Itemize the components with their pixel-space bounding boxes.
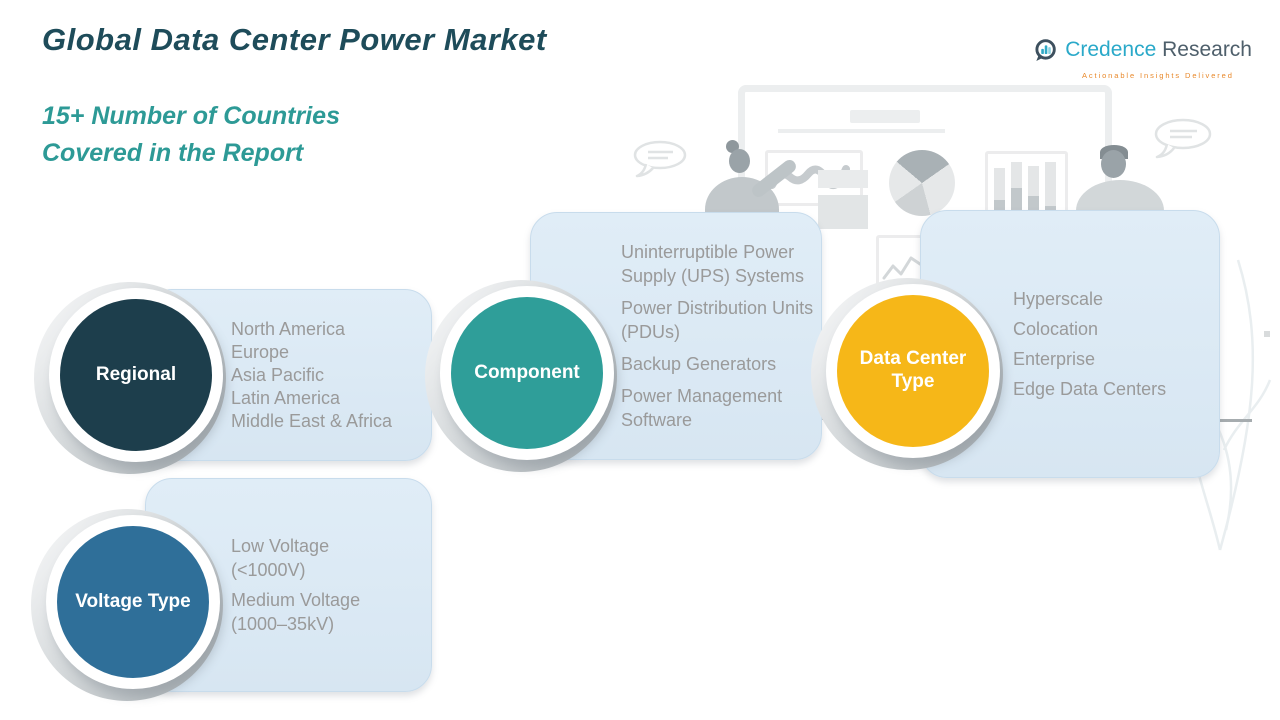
regional-circle: Regional (34, 282, 226, 474)
list-item: Latin America (231, 387, 341, 408)
page-title: Global Data Center Power Market (42, 22, 547, 57)
list-item: Europe (231, 341, 290, 362)
list-item: Medium Voltage (1000–35kV) (231, 590, 361, 634)
page-subtitle: 15+ Number of Countries Covered in the R… (42, 98, 340, 172)
bar (1011, 162, 1022, 226)
component-circle-label: Component (451, 297, 603, 449)
logo-tagline: Actionable Insights Delivered (1082, 71, 1234, 80)
bar-chart-circle-icon (1035, 39, 1056, 62)
logo-name-part1: Credence (1065, 38, 1157, 61)
subtitle-line-1: 15+ Number of Countries (42, 102, 340, 130)
list-item: Hyperscale (1013, 289, 1104, 309)
regional-circle-label: Regional (60, 299, 212, 451)
voltage-type-circle-label: Voltage Type (57, 526, 209, 678)
list-item: Backup Generators (621, 354, 777, 374)
logo-name: Credence Research (1065, 38, 1252, 62)
pie-chart-icon (889, 150, 955, 216)
whiteboard-divider-line (778, 129, 945, 133)
list-item: Power Management Software (621, 386, 783, 430)
list-item: Power Distribution Units (PDUs) (621, 298, 814, 342)
component-circle: Component (425, 280, 617, 472)
list-item: Enterprise (1013, 349, 1096, 369)
subtitle-line-2: Covered in the Report (42, 139, 304, 167)
list-item: Asia Pacific (231, 364, 325, 385)
whiteboard-title-bar (850, 110, 920, 123)
logo-name-part2: Research (1162, 38, 1252, 61)
list-item: Uninterruptible Power Supply (UPS) Syste… (621, 242, 805, 286)
paper-rect (818, 195, 868, 229)
credence-research-logo: Credence Research Actionable Insights De… (1034, 30, 1252, 80)
list-item: North America (231, 318, 346, 339)
paper-rect (818, 170, 868, 188)
list-item: Middle East & Africa (231, 410, 393, 431)
dot-decoration (1264, 331, 1270, 337)
dash-right (1220, 419, 1252, 422)
list-item: Colocation (1013, 319, 1099, 339)
data-center-type-circle-label: Data Center Type (837, 295, 989, 447)
data-center-type-circle: Data Center Type (811, 278, 1003, 470)
speech-bubble-right-icon (1154, 118, 1212, 159)
list-item: Edge Data Centers (1013, 379, 1167, 399)
list-item: Low Voltage (<1000V) (231, 536, 330, 580)
voltage-type-circle: Voltage Type (31, 509, 223, 701)
speech-bubble-left-icon (633, 140, 687, 178)
